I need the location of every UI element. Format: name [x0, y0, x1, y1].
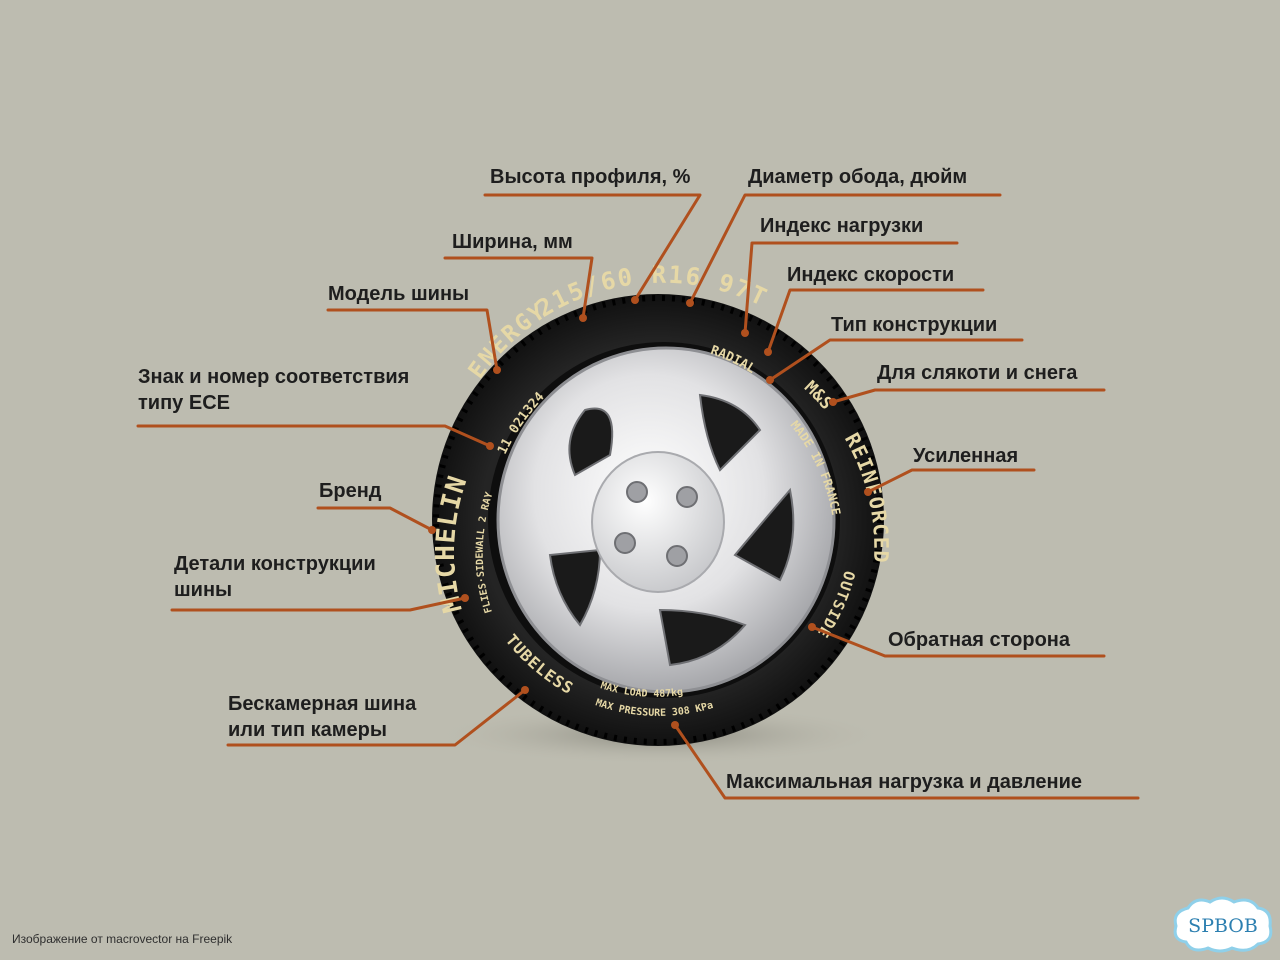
label-construction-type: Тип конструкции	[831, 314, 998, 336]
logo-text: SPBOB	[1188, 915, 1258, 937]
hubcap-spokes	[548, 393, 795, 667]
label-mud-snow: Для слякоти и снега	[877, 362, 1078, 384]
marking-construction: FLIES·SIDEWALL 2 RAYON	[0, 0, 495, 614]
label-tubeless-line2: или тип камеры	[228, 719, 387, 741]
leader-mud-snow	[831, 388, 1106, 404]
hub	[591, 451, 725, 593]
leader-tire-model	[326, 308, 499, 372]
label-max-load-pressure: Максимальная нагрузка и давление	[726, 771, 1083, 793]
leader-reinforced	[866, 468, 1036, 494]
lug-nut	[614, 532, 636, 554]
leader-lines	[136, 193, 1140, 800]
spbob-logo: SPBOB	[1173, 896, 1273, 953]
label-tire-model: Модель шины	[328, 283, 470, 305]
leader-profile-height	[483, 193, 702, 302]
label-ece-mark-line1: Знак и номер соответствия	[138, 366, 410, 388]
leader-rim-diameter	[688, 193, 1002, 305]
label-construction-details-line2: шины	[174, 579, 233, 601]
label-tubeless-line1: Бескамерная шина	[228, 693, 417, 715]
label-construction-details-line1: Детали конструкции	[174, 553, 376, 575]
label-rim-diameter: Диаметр обода, дюйм	[748, 166, 968, 188]
leader-outside	[810, 625, 1106, 658]
leader-tubeless	[226, 688, 527, 747]
leader-construction-type	[768, 338, 1024, 382]
lug-nut	[676, 486, 698, 508]
leader-endpoints	[428, 296, 872, 729]
label-reinforced: Усиленная	[913, 445, 1019, 467]
tire-tread	[433, 295, 883, 745]
label-speed-index: Индекс скорости	[787, 264, 955, 286]
label-ece-mark-line2: типу ECE	[138, 392, 230, 414]
image-credit: Изображение от macrovector на Freepik	[12, 932, 233, 946]
lug-nut	[666, 545, 688, 567]
leader-ece-mark	[136, 424, 492, 448]
label-brand: Бренд	[319, 480, 382, 502]
lug-nut	[626, 481, 648, 503]
leader-load-index	[743, 241, 959, 335]
label-profile-height: Высота профиля, %	[490, 166, 691, 188]
leader-speed-index	[766, 288, 985, 354]
leader-width	[443, 256, 594, 320]
label-load-index: Индекс нагрузки	[760, 215, 924, 237]
label-outside: Обратная сторона	[888, 629, 1070, 651]
leader-max-load-pressure	[673, 723, 1140, 800]
leader-brand	[316, 506, 434, 532]
label-width: Ширина, мм	[452, 231, 573, 253]
leader-construction-details	[170, 596, 467, 612]
